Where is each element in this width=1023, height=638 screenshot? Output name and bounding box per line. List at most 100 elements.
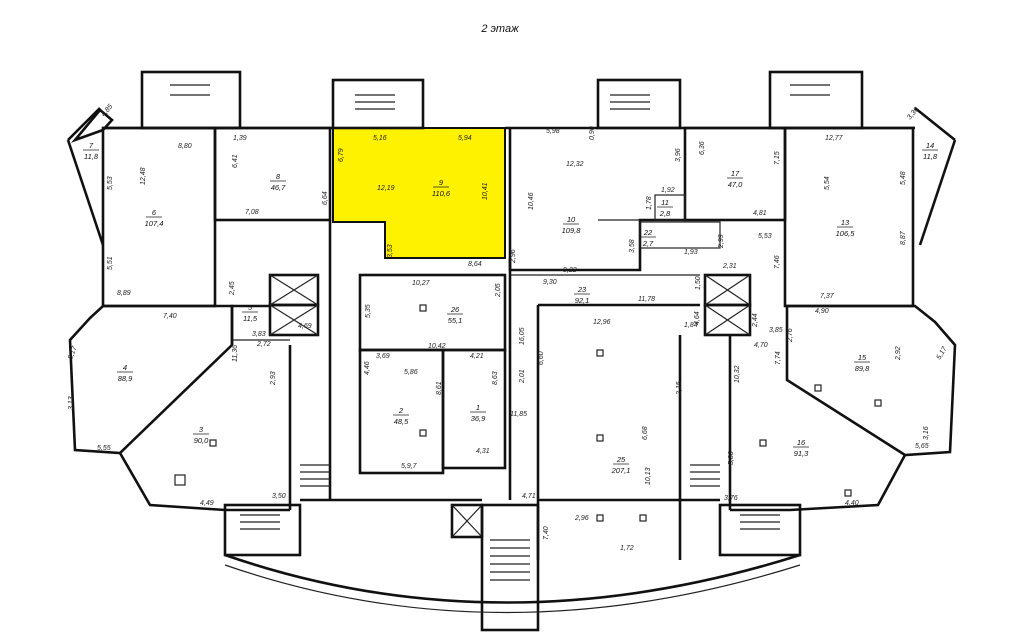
room-number: 23	[577, 285, 587, 294]
dimension-label: 1,93	[684, 249, 698, 256]
elevator-right	[703, 273, 752, 337]
room-area: 109,8	[562, 226, 582, 235]
dimension-label: 10,32	[734, 365, 741, 383]
room-4[interactable]: 488,9	[117, 363, 133, 383]
dimension-label: 8,61	[436, 381, 443, 395]
room-area: 11,8	[84, 152, 99, 161]
dimension-label: 3,76	[724, 495, 738, 502]
dimension-label: 4,40	[845, 500, 859, 507]
dimension-label: 7,08	[245, 209, 259, 216]
dimension-label: 7,46	[774, 255, 781, 269]
walls	[66, 70, 957, 632]
dimension-label: 1,78	[646, 196, 653, 210]
dimension-label: 5,98	[546, 128, 560, 135]
dimension-label: 2,15	[676, 381, 683, 396]
room-number: 1	[476, 403, 480, 412]
room-number: 8	[276, 172, 281, 181]
room-number: 4	[123, 363, 127, 372]
dimension-label: 12,19	[377, 185, 395, 192]
dimension-label: 4,85	[100, 103, 114, 118]
elevator-left	[268, 273, 320, 337]
room-number: 5	[248, 303, 253, 312]
room-number: 2	[398, 406, 404, 415]
dimension-label: 4,70	[754, 342, 768, 349]
room-number: 22	[643, 228, 653, 237]
dimension-label: 5,17	[936, 345, 949, 361]
dimension-label: 11,78	[638, 296, 655, 303]
room-7[interactable]: 711,8	[83, 141, 99, 161]
dimension-label: 3,36	[906, 106, 920, 121]
room-5[interactable]: 511,5	[242, 303, 258, 323]
dimension-label: 12,32	[566, 161, 584, 168]
dimension-label: 2,05	[495, 283, 502, 298]
room-labels: 136,9248,5390,0488,9511,56107,4711,8846,…	[83, 141, 938, 475]
dimension-label: 5,51	[107, 256, 114, 270]
dimension-label: 3,16	[923, 426, 930, 440]
dimension-label: 5,86	[404, 369, 418, 376]
dimension-label: 10,42	[428, 343, 446, 350]
dimension-label: 5,55	[97, 445, 111, 452]
room-area: 106,5	[836, 229, 856, 238]
room-11[interactable]: 112,8	[657, 198, 673, 218]
dimension-label: 2,31	[722, 263, 737, 270]
dimension-label: 6,41	[232, 154, 239, 168]
room-area: 11,5	[243, 314, 258, 323]
room-area: 36,9	[471, 414, 486, 423]
room-number: 6	[152, 208, 157, 217]
dimension-label: 3,58	[629, 239, 636, 253]
dimension-label: 3,83	[252, 331, 266, 338]
dimension-label: 5,54	[824, 176, 831, 190]
dimension-label: 10,46	[528, 192, 535, 210]
dimension-label: 8,87	[900, 230, 907, 245]
dimension-label: 2,01	[519, 369, 526, 384]
room-6[interactable]: 6 107,4	[145, 208, 164, 228]
dimension-label: 2,45	[229, 281, 236, 296]
room-9-highlight[interactable]	[332, 127, 506, 259]
room-area: 107,4	[145, 219, 164, 228]
room-number: 25	[616, 455, 626, 464]
room-2[interactable]: 248,5	[393, 406, 409, 426]
room-number: 26	[450, 305, 460, 314]
dimension-label: 1,84	[684, 322, 698, 329]
room-area: 11,8	[923, 152, 938, 161]
dimension-label: 5,9,7	[401, 463, 418, 470]
dimension-label: 16,05	[519, 327, 526, 345]
room-number: 16	[797, 438, 806, 447]
dimension-label: 3,96	[675, 148, 682, 162]
elevator-center	[450, 503, 484, 539]
room-number: 10	[567, 215, 576, 224]
room-area: 92,1	[575, 296, 590, 305]
dimension-label: 5,53	[107, 176, 114, 190]
room-22[interactable]: 222,7	[640, 228, 656, 248]
dimension-label: 7,37	[820, 293, 835, 300]
room-23[interactable]: 23 92,1	[574, 285, 590, 305]
dimension-label: 0,90	[589, 126, 596, 140]
dimension-label: 9,22	[563, 267, 577, 274]
dimension-label: 5,48	[900, 171, 907, 185]
room-number: 7	[89, 141, 94, 150]
room-8[interactable]: 846,7	[270, 172, 286, 192]
room-number: 9	[439, 178, 444, 187]
floor-title: 2 этаж	[480, 23, 519, 35]
dimension-label: 4,64	[694, 311, 701, 325]
room-1[interactable]: 136,9	[470, 403, 486, 423]
room-3[interactable]: 390,0	[193, 425, 209, 445]
room-area: 88,9	[118, 374, 133, 383]
dimension-label: 12,77	[825, 135, 844, 142]
room-area: 47,0	[728, 180, 743, 189]
room-10[interactable]: 10 109,8	[562, 215, 582, 235]
dimension-label: 4,46	[364, 361, 371, 375]
dimension-label: 3,50	[272, 493, 286, 500]
dimension-label: 2,99	[718, 234, 725, 249]
room-number: 3	[199, 425, 204, 434]
dimension-label: 6,60	[538, 351, 545, 365]
